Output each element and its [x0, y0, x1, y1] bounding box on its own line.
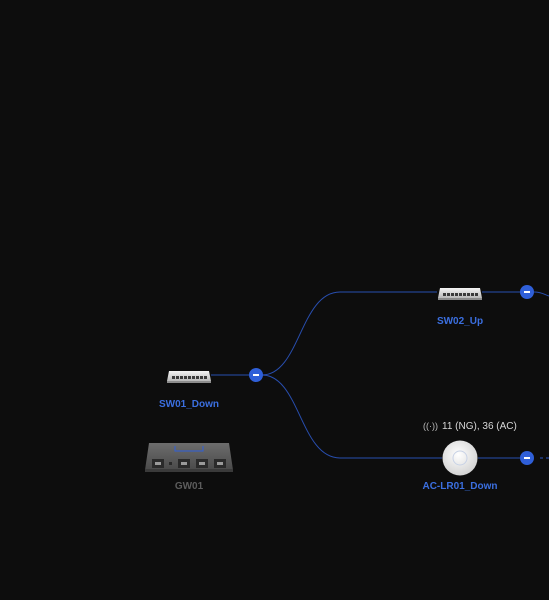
ap-channel-info: ((·)) 11 (NG), 36 (AC) — [423, 421, 517, 432]
ap-channel-text: 11 (NG), 36 (AC) — [442, 421, 517, 432]
node-sw01[interactable] — [167, 368, 211, 389]
gateway-icon — [145, 443, 233, 472]
node-gw[interactable] — [145, 442, 233, 477]
node-label-sw02[interactable]: SW02_Up — [436, 316, 484, 327]
collapse-button-ap[interactable] — [520, 451, 534, 465]
collapse-button-sw02[interactable] — [520, 285, 534, 299]
link-sw01-sw02 — [261, 291, 437, 376]
node-label-sw01[interactable]: SW01_Down — [158, 399, 220, 410]
node-ap[interactable] — [442, 440, 478, 481]
node-label-gw[interactable]: GW01 — [174, 481, 204, 492]
switch-icon — [167, 371, 211, 383]
link-sw02-downstream — [533, 291, 549, 297]
access-point-icon — [442, 440, 478, 476]
switch-icon — [438, 288, 482, 300]
node-label-ap[interactable]: AC-LR01_Down — [422, 481, 498, 492]
wifi-signal-icon: ((·)) — [423, 421, 438, 431]
link-sw01-ap — [261, 374, 442, 459]
node-sw02[interactable] — [438, 285, 482, 306]
collapse-button-sw01[interactable] — [249, 368, 263, 382]
